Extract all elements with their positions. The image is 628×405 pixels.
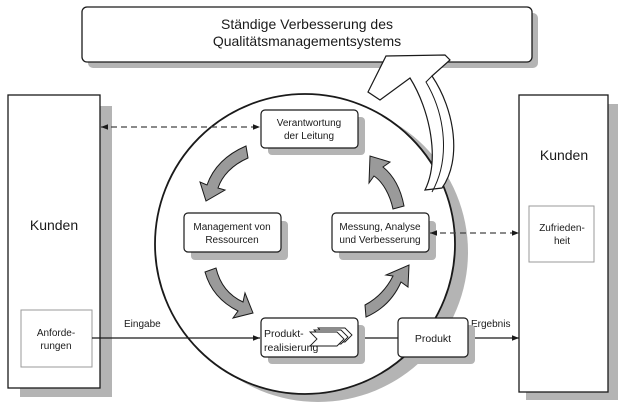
input-label: Eingabe	[124, 319, 161, 330]
satisfaction-frame	[528, 205, 595, 263]
customers-left-label: Kunden	[30, 217, 78, 233]
box-resource-management: Management von Ressourcen	[183, 212, 288, 260]
product-realization-line-1: Produkt-	[264, 328, 304, 340]
management-responsibility-line-1: Verantwortung	[277, 118, 342, 129]
satisfaction-line-2: heit	[554, 236, 570, 247]
box-measurement-analysis: Messung, Analyse und Verbesserung	[331, 212, 436, 260]
product-realization-line-2: realisierung	[264, 342, 318, 354]
resource-management-line-2: Ressourcen	[205, 235, 258, 246]
box-frame	[183, 212, 282, 253]
title-line-1: Ständige Verbesserung des	[221, 16, 393, 32]
output-label: Ergebnis	[471, 319, 510, 330]
box-frame	[331, 212, 430, 253]
customers-left: Kunden Anforde- rungen	[7, 94, 112, 397]
flow-lines: Eingabe Ergebnis	[92, 124, 519, 341]
cycle-arrow-to-responsibility	[368, 155, 405, 210]
box-product: Produkt	[397, 317, 475, 364]
continual-improvement-box: Ständige Verbesserung des Qualitätsmanag…	[81, 6, 538, 68]
requirements-line-1: Anforde-	[37, 328, 75, 339]
cycle-arrows	[199, 145, 410, 319]
management-responsibility-line-2: der Leitung	[284, 131, 334, 142]
improvement-arrow	[367, 54, 455, 193]
box-product-realization: Produkt- realisierung	[260, 317, 365, 364]
satisfaction-box: Zufrieden- heit	[528, 205, 595, 263]
title-line-2: Qualitätsmanagementsystems	[213, 33, 401, 49]
box-frame	[397, 317, 469, 358]
product-label: Produkt	[415, 333, 451, 345]
box-frame	[260, 109, 359, 149]
chevron-process-icon	[308, 327, 353, 347]
requirements-line-2: rungen	[40, 341, 71, 352]
cycle-arrow-to-resources	[199, 145, 249, 202]
cycle-arrow-to-realization	[204, 267, 254, 319]
customers-right-label: Kunden	[540, 147, 588, 163]
measurement-line-2: und Verbesserung	[339, 235, 420, 246]
measurement-line-1: Messung, Analyse	[339, 222, 421, 233]
improvement-arrow-edge	[425, 75, 444, 193]
resource-management-line-1: Management von	[193, 222, 270, 233]
title-box-frame	[81, 6, 533, 63]
customers-right: Kunden Zufrieden- heit	[518, 94, 618, 400]
requirements-frame	[20, 309, 93, 368]
satisfaction-line-1: Zufrieden-	[539, 223, 585, 234]
box-management-responsibility: Verantwortung der Leitung	[260, 109, 365, 155]
cycle-arrow-to-measurement	[364, 264, 410, 318]
requirements-box: Anforde- rungen	[20, 309, 93, 368]
improvement-arrow-body	[367, 54, 455, 191]
